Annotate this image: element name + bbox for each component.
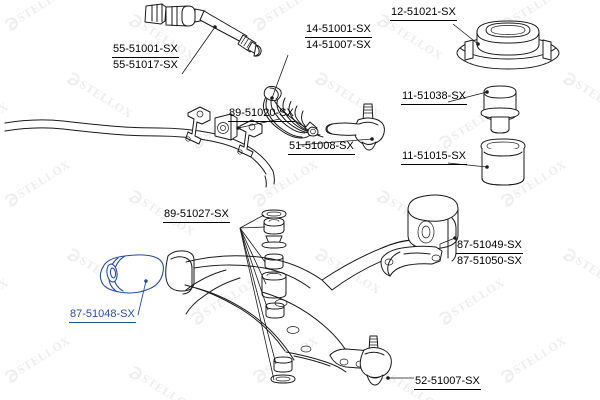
callout-line: 89-51027-SX <box>163 207 230 223</box>
callout-line: 87-51050-SX <box>457 255 522 267</box>
callout-87-51048-sx: 87-51048-SX <box>69 307 136 323</box>
part-rack-boot <box>262 54 324 139</box>
callout-line: 12-51021-SX <box>390 5 457 21</box>
callout-line: 11-51038-SX <box>401 89 468 105</box>
callout-line: 14-51001-SX <box>305 22 372 38</box>
callout-line: 89-51020-SX <box>228 106 295 122</box>
callout-12-51021-sx: 12-51021-SX <box>390 5 457 21</box>
callout-11-51038-sx: 11-51038-SX <box>401 89 468 105</box>
part-ball-joint <box>329 335 414 386</box>
callout-line: 52-51007-SX <box>414 374 481 390</box>
callout-89-51020-sx: 89-51020-SX <box>228 106 295 122</box>
callout-89-51027-sx: 89-51027-SX <box>163 207 230 223</box>
callout-line: 11-51015-SX <box>401 149 468 165</box>
callout-line: 55-51017-SX <box>113 59 178 71</box>
callout-line: 87-51049-SX <box>456 238 523 254</box>
part-highlight-bushing <box>99 254 164 316</box>
callout-51-51008-sx: 51-51008-SX <box>288 139 355 155</box>
callout-line: 51-51008-SX <box>288 139 355 155</box>
part-bump-stop <box>447 85 520 134</box>
callout-55-51001-sx: 55-51001-SX 55-51017-SX <box>112 42 179 73</box>
part-tie-rod-end <box>297 103 385 151</box>
callout-87-51049-sx: 87-51049-SX 87-51050-SX <box>456 238 523 269</box>
callout-52-51007-sx: 52-51007-SX <box>414 374 481 390</box>
callout-14-51001-sx: 14-51001-SX 14-51007-SX <box>305 22 372 53</box>
callout-line: 55-51001-SX <box>112 42 179 58</box>
callout-11-51015-sx: 11-51015-SX <box>401 149 468 165</box>
part-rear-bushing <box>380 194 459 277</box>
part-dust-cover <box>447 138 526 186</box>
part-tie-rod-axial <box>144 3 262 75</box>
callout-line: 14-51007-SX <box>306 39 371 51</box>
part-link-bushings <box>239 209 296 384</box>
part-stab-bushing <box>185 106 281 158</box>
callout-line: 87-51048-SX <box>69 307 136 323</box>
part-strut-mount <box>452 20 560 70</box>
